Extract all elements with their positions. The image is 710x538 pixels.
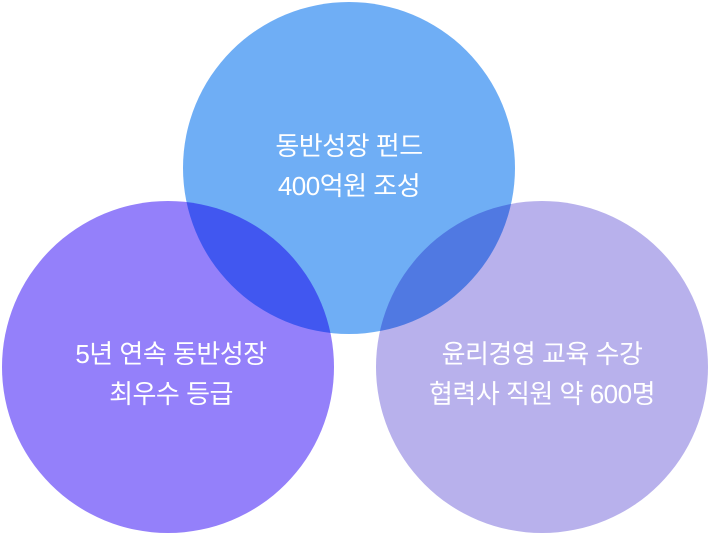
circle-ethics-education	[376, 201, 708, 533]
circle-shared-growth-grade	[2, 201, 334, 533]
